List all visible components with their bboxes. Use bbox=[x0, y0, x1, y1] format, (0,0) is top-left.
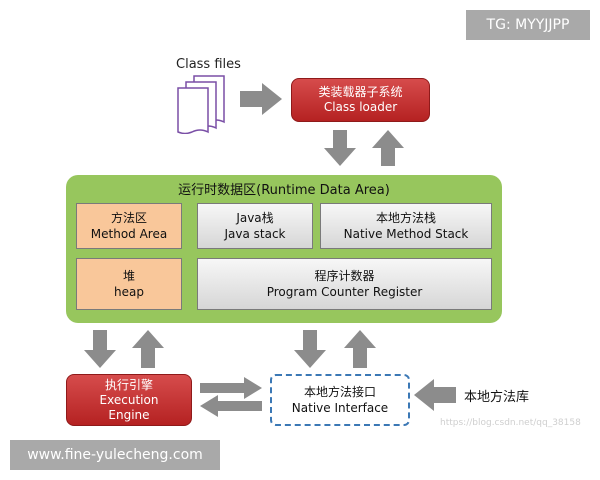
arrow-engine-to-native bbox=[200, 377, 262, 399]
arrow-native-to-area bbox=[344, 330, 376, 368]
java-stack-zh: Java栈 bbox=[236, 211, 274, 225]
arrow-files-to-loader bbox=[240, 83, 282, 115]
native-library-label: 本地方法库 bbox=[464, 390, 530, 405]
method-area-zh: 方法区 bbox=[110, 211, 147, 225]
arrow-area-to-engine bbox=[84, 330, 116, 368]
arrow-area-to-native bbox=[294, 330, 326, 368]
class-loader-zh: 类装载器子系统 bbox=[318, 85, 403, 99]
class-files-icon bbox=[177, 75, 225, 134]
execution-engine-box: 执行引擎 Execution Engine bbox=[66, 374, 192, 426]
arrow-library-to-native bbox=[414, 379, 456, 411]
execution-engine-zh: 执行引擎 bbox=[104, 377, 153, 392]
arrow-engine-to-area bbox=[132, 330, 164, 368]
watermark-faint: https://blog.csdn.net/qq_38158 bbox=[440, 418, 581, 428]
native-method-stack-en: Native Method Stack bbox=[343, 227, 469, 241]
arrow-loader-down bbox=[324, 130, 356, 166]
program-counter-cell: 程序计数器 Program Counter Register bbox=[197, 258, 492, 310]
java-stack-en: Java stack bbox=[224, 227, 286, 241]
native-interface-en: Native Interface bbox=[291, 401, 389, 415]
native-interface-box: 本地方法接口 Native Interface bbox=[270, 374, 410, 426]
native-method-stack-zh: 本地方法栈 bbox=[375, 211, 436, 225]
class-loader-box: 类装载器子系统 Class loader bbox=[291, 78, 430, 122]
native-interface-zh: 本地方法接口 bbox=[303, 385, 376, 399]
method-area-en: Method Area bbox=[90, 227, 168, 241]
watermark-top: TG: MYYJJPP bbox=[466, 10, 590, 40]
heap-en: heap bbox=[114, 285, 144, 299]
execution-engine-en2: Engine bbox=[108, 407, 150, 422]
arrow-area-up bbox=[372, 130, 404, 166]
heap-zh: 堆 bbox=[122, 269, 135, 283]
native-method-stack-cell: 本地方法栈 Native Method Stack bbox=[320, 203, 492, 249]
class-files-label: Class files bbox=[176, 57, 241, 72]
runtime-data-area-title: 运行时数据区(Runtime Data Area) bbox=[178, 183, 390, 198]
method-area-cell: 方法区 Method Area bbox=[76, 203, 182, 249]
java-stack-cell: Java栈 Java stack bbox=[197, 203, 313, 249]
arrow-native-to-engine bbox=[200, 395, 262, 417]
execution-engine-en1: Execution bbox=[99, 392, 159, 407]
watermark-bottom: www.fine-yulecheng.com bbox=[10, 440, 220, 470]
heap-cell: 堆 heap bbox=[76, 258, 182, 310]
program-counter-zh: 程序计数器 bbox=[314, 269, 375, 283]
program-counter-en: Program Counter Register bbox=[266, 285, 423, 299]
class-loader-en: Class loader bbox=[323, 100, 398, 114]
